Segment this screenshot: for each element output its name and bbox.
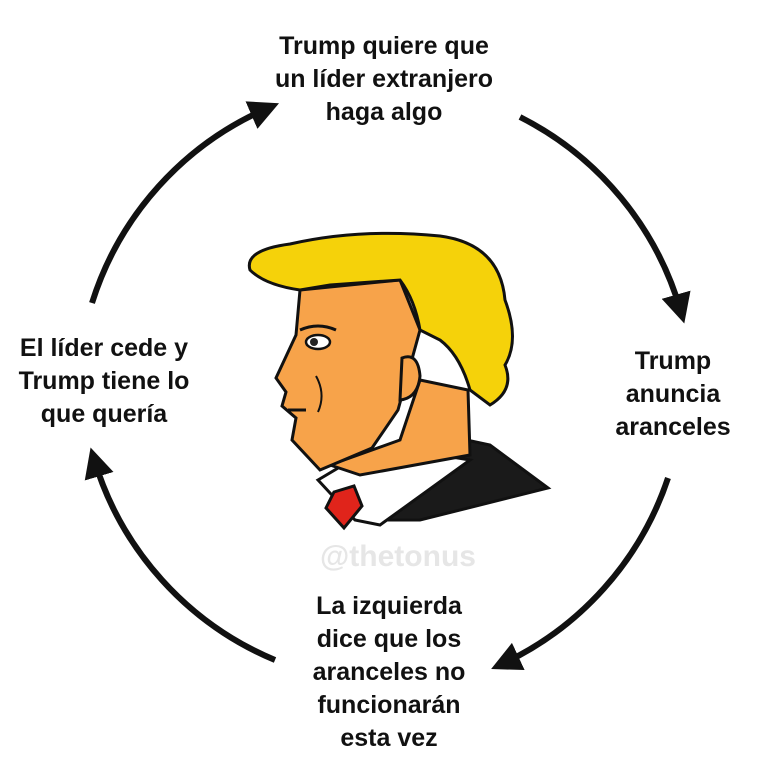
brow [299,324,337,332]
hair [247,231,514,407]
node-line: El líder cede y [19,334,189,362]
neck [325,378,472,477]
node-line: aranceles [615,413,731,441]
node-line: dice que los [316,625,462,653]
arrow-bottom-to-left [84,447,277,663]
node-line: haga algo [325,98,443,126]
node-line: La izquierda [316,592,462,620]
red-tie [324,484,364,531]
arrow-top-to-right [518,114,691,324]
arrow-right-to-bottom [491,477,671,671]
node-tariff-announcement: Trump anuncia aranceles [588,345,758,444]
node-line: Trump tiene lo [18,367,190,395]
node-line: aranceles no [312,658,466,686]
node-leader-concedes: El líder cede y Trump tiene lo que querí… [4,332,204,431]
node-foreign-leader-demand: Trump quiere que un líder extranjero hag… [234,30,534,129]
ear [398,355,422,402]
eye-pupil [310,338,318,346]
watermark-text: @thetonus [320,540,476,573]
cheek-line [315,375,323,413]
node-line: anuncia [625,380,721,408]
arrow-left-to-top [89,101,280,304]
node-line: esta vez [340,724,438,752]
node-line: un líder extranjero [274,65,494,93]
node-line: que quería [40,400,168,428]
node-line: funcionarán [317,691,461,719]
node-left-criticism: La izquierda dice que los aranceles no f… [264,590,514,755]
node-line: Trump quiere que [279,32,489,60]
trump-portrait-illustration [247,231,552,531]
node-line: Trump [634,347,712,375]
